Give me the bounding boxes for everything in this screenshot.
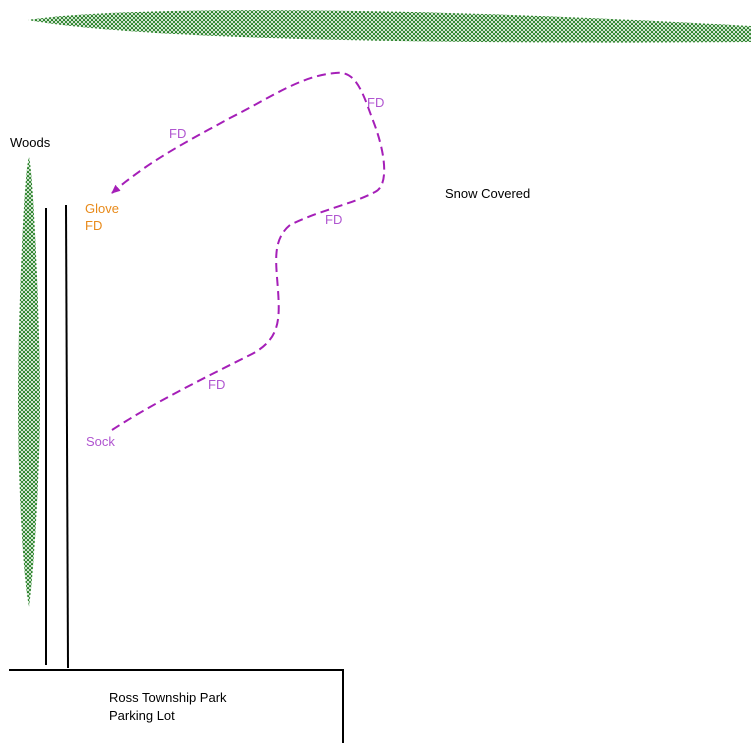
trail-line-right [65,204,69,669]
sock-label: Sock [86,434,115,449]
snow-covered-label: Snow Covered [445,186,530,201]
fd-label-top-right: FD [367,95,384,110]
glove-fd-label: FD [85,218,102,233]
woods-label: Woods [10,135,51,150]
fd-label-upper-left: FD [169,126,186,141]
parking-lot-boundary [9,669,344,743]
parking-label-line1: Ross Township Park [109,690,227,705]
track-path [111,71,386,431]
fd-label-lower: FD [208,377,225,392]
parking-label-line2: Parking Lot [109,708,175,723]
woods-left-hatch [18,157,40,607]
woods-top-hatch [28,10,751,43]
glove-label: Glove [85,201,119,216]
fd-label-middle: FD [325,212,342,227]
